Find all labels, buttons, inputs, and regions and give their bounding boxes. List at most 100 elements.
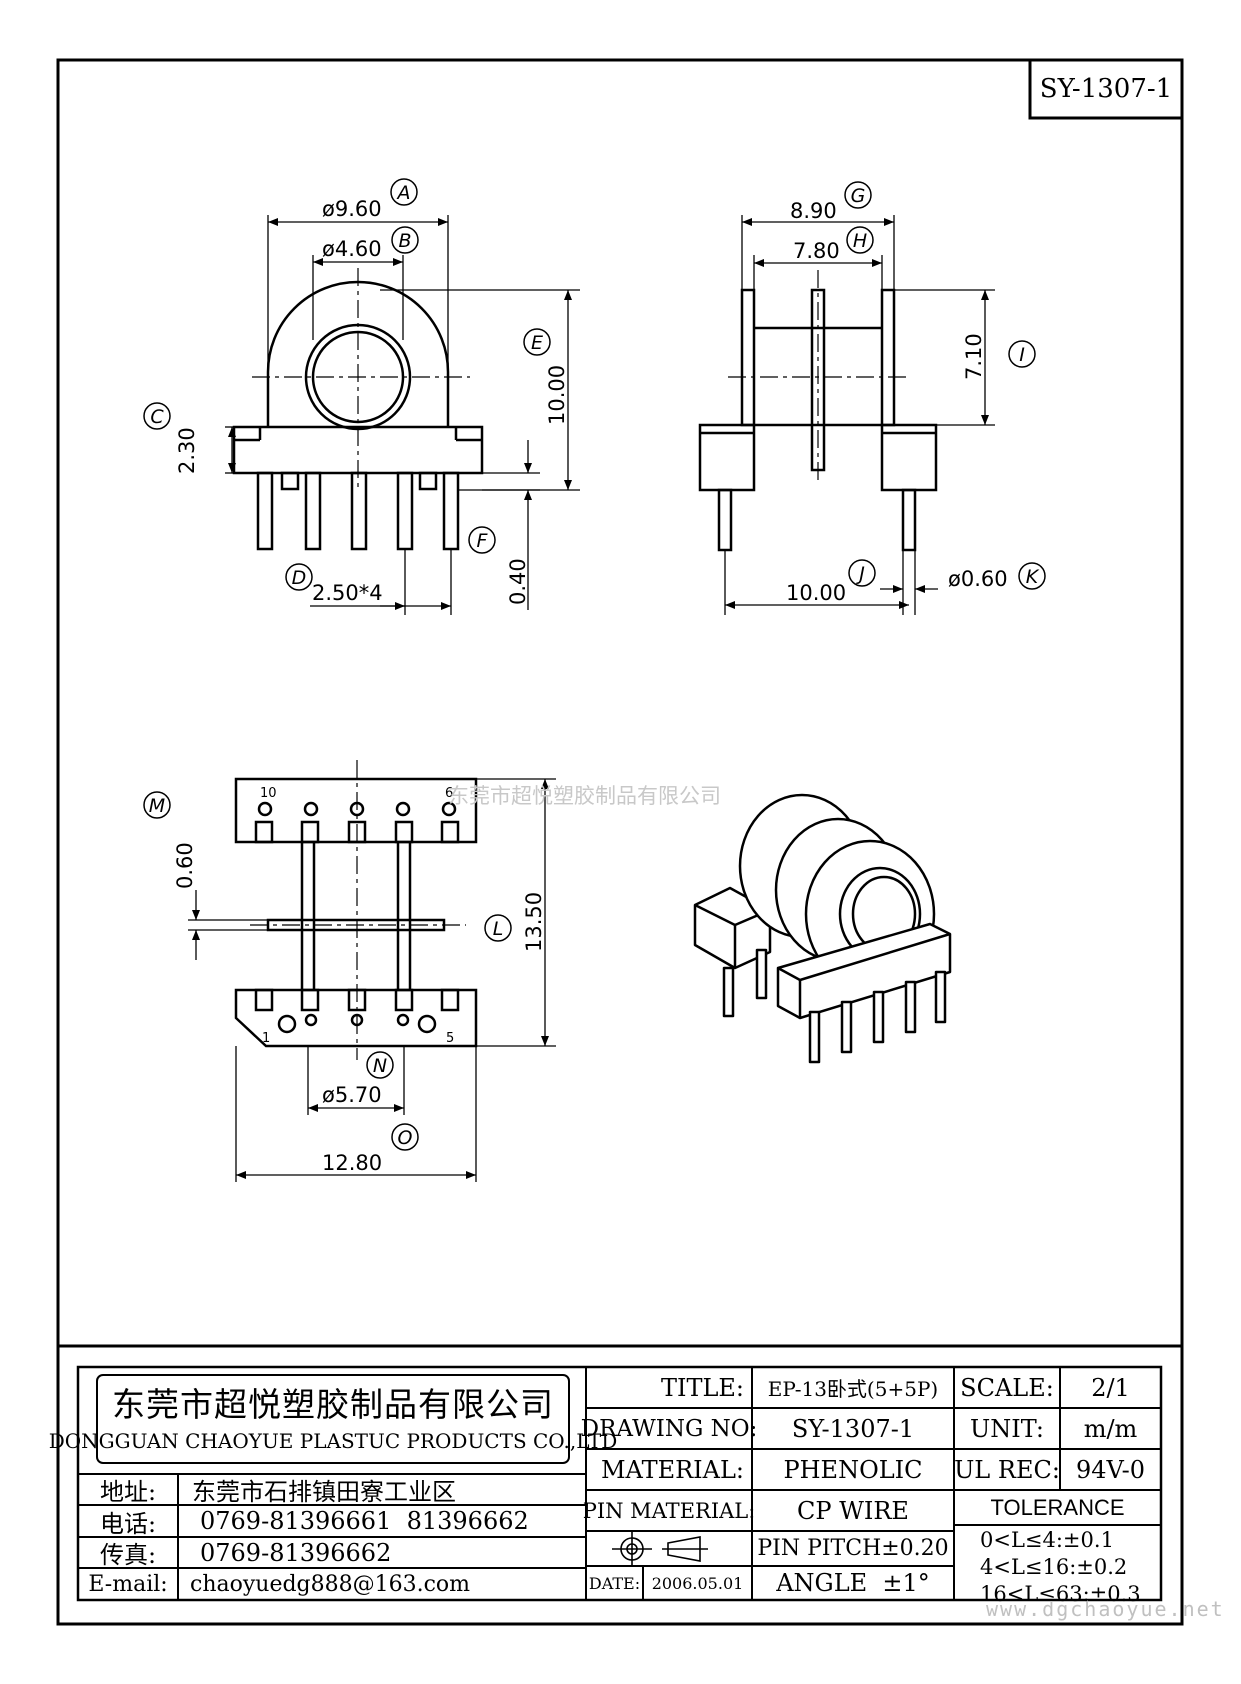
symbol-projection bbox=[612, 1532, 708, 1566]
pin-hole-4 bbox=[395, 801, 411, 817]
dim-b-text: ø4.60 bbox=[322, 237, 382, 261]
pin-number-6: 6 bbox=[445, 786, 453, 801]
drawing-number-frame bbox=[1028, 58, 1184, 120]
tag-d: D bbox=[285, 563, 313, 591]
phone-value: 0769-81396661 81396662 bbox=[200, 1507, 529, 1535]
front-standoff-1 bbox=[280, 471, 300, 491]
scale-value: 2/1 bbox=[1091, 1373, 1130, 1402]
material-label: MATERIAL: bbox=[600, 1455, 744, 1484]
tag-e: E bbox=[523, 328, 551, 356]
pin-number-10: 10 bbox=[260, 786, 277, 801]
fax-value: 0769-81396662 bbox=[200, 1538, 392, 1567]
proj-cone bbox=[667, 1536, 701, 1562]
address-value: 东莞市石排镇田寮工业区 bbox=[192, 1478, 456, 1506]
tolerance-row-1: 0<L≤4:±0.1 bbox=[980, 1528, 1114, 1552]
front-dim-texts: ø9.60 ø4.60 10.00 2.30 2.50*4 0.40 bbox=[175, 197, 569, 605]
pin-pad-5 bbox=[440, 820, 460, 844]
tag-o: O bbox=[391, 1123, 419, 1151]
pin-pad-2 bbox=[300, 820, 320, 844]
drawing-no-label: DRAWING NO: bbox=[580, 1415, 758, 1442]
bottom-view bbox=[234, 777, 478, 1048]
bottom-pin-numbers: 10 6 1 5 bbox=[260, 786, 454, 1046]
unit-value: m/m bbox=[1083, 1414, 1138, 1443]
tolerance-row-2: 4<L≤16:±0.2 bbox=[980, 1555, 1128, 1579]
front-tags: A B E C F D bbox=[143, 178, 551, 591]
dim-g-text: 8.90 bbox=[790, 199, 837, 223]
phone-label: 电话: bbox=[99, 1509, 157, 1538]
tolerance-row-3: 16<L≤63:±0.3 bbox=[980, 1582, 1141, 1606]
dim-e-text: 10.00 bbox=[545, 365, 569, 425]
drawing-number: SY-1307-1 bbox=[1039, 74, 1173, 104]
dim-n-text: ø5.70 bbox=[322, 1083, 382, 1107]
pin-material-label: PIN MATERIAL: bbox=[582, 1498, 756, 1523]
dim-k-text: ø0.60 bbox=[948, 567, 1008, 591]
pin-hole bbox=[257, 801, 273, 817]
tag-c-text: C bbox=[150, 406, 164, 428]
pin-hole-6 bbox=[277, 1014, 297, 1034]
tag-n-text: N bbox=[373, 1055, 387, 1077]
dim-j-text: 10.00 bbox=[786, 581, 846, 605]
tag-k: K bbox=[1018, 562, 1046, 590]
tag-j-text: J bbox=[855, 563, 865, 585]
front-centerlines bbox=[252, 268, 470, 490]
iso-rear-pin bbox=[722, 966, 735, 1018]
side-centerlines bbox=[728, 270, 908, 480]
tolerance-label: TOLERANCE bbox=[990, 1494, 1125, 1520]
bottom-dimensions bbox=[188, 778, 556, 1182]
side-pin-right bbox=[901, 488, 917, 552]
pin-pad bbox=[254, 820, 274, 844]
tb-company-box bbox=[96, 1374, 570, 1464]
front-pin-4 bbox=[396, 471, 414, 551]
pin-pad-10 bbox=[440, 988, 460, 1012]
pin-hole-2 bbox=[303, 801, 319, 817]
date-value: 2006.05.01 bbox=[651, 1573, 744, 1593]
iso-front-pin-5 bbox=[934, 970, 947, 1024]
drawing-no-value: SY-1307-1 bbox=[791, 1414, 915, 1443]
tag-m: M bbox=[143, 791, 171, 819]
dim-i-text: 7.10 bbox=[962, 333, 986, 380]
tag-m-text: M bbox=[149, 795, 165, 817]
sheet-border bbox=[56, 58, 1184, 1626]
title-value: EP-13卧式(5+5P) bbox=[767, 1377, 939, 1401]
ul-rec-label: UL REC: bbox=[954, 1455, 1060, 1484]
pin-hole-10 bbox=[417, 1014, 437, 1034]
tag-i: I bbox=[1008, 340, 1036, 368]
tag-h-text: H bbox=[853, 230, 867, 252]
tag-f-text: F bbox=[477, 530, 489, 552]
tag-l-text: L bbox=[493, 918, 504, 940]
side-right-base bbox=[880, 423, 938, 492]
tag-o-text: O bbox=[398, 1127, 413, 1149]
unit-label: UNIT: bbox=[970, 1414, 1044, 1443]
front-standoff-2 bbox=[418, 471, 438, 491]
tag-c: C bbox=[143, 402, 171, 430]
tag-b: B bbox=[391, 226, 419, 254]
watermark-site: www.dgchaoyue.net bbox=[986, 1597, 1225, 1621]
bottom-centerlines bbox=[250, 760, 466, 1060]
scale-label: SCALE: bbox=[960, 1373, 1054, 1402]
pin-hole-5 bbox=[441, 801, 457, 817]
dim-l-text: 13.50 bbox=[522, 892, 546, 952]
tag-a-text: A bbox=[396, 182, 411, 204]
ul-rec-value: 94V-0 bbox=[1075, 1455, 1146, 1484]
dim-c-text: 2.30 bbox=[175, 427, 199, 474]
tolerance-list: 0<L≤4:±0.1 4<L≤16:±0.2 16<L≤63:±0.3 bbox=[980, 1527, 1160, 1608]
dim-d-text: 2.50*4 bbox=[312, 581, 383, 605]
title-block-frame bbox=[76, 1365, 1163, 1602]
dim-m-text: 0.60 bbox=[173, 842, 197, 889]
pin-number-1: 1 bbox=[262, 1031, 270, 1046]
front-pin-3 bbox=[350, 471, 368, 551]
title-label: TITLE: bbox=[660, 1373, 744, 1402]
dim-h-text: 7.80 bbox=[793, 239, 840, 263]
tag-b-text: B bbox=[398, 230, 411, 252]
pin-pad-7 bbox=[300, 988, 320, 1012]
dim-f-text: 0.40 bbox=[506, 558, 530, 605]
front-pin-5 bbox=[442, 471, 460, 551]
tb-outer bbox=[76, 1365, 1163, 1602]
front-pin-1 bbox=[256, 471, 274, 551]
front-dimensions bbox=[225, 215, 580, 615]
isometric-view bbox=[693, 793, 952, 1064]
company-name-cn: 东莞市超悦塑胶制品有限公司 bbox=[112, 1385, 554, 1424]
pin-hole-9 bbox=[396, 1013, 410, 1027]
iso-front-pin-3 bbox=[872, 990, 885, 1044]
